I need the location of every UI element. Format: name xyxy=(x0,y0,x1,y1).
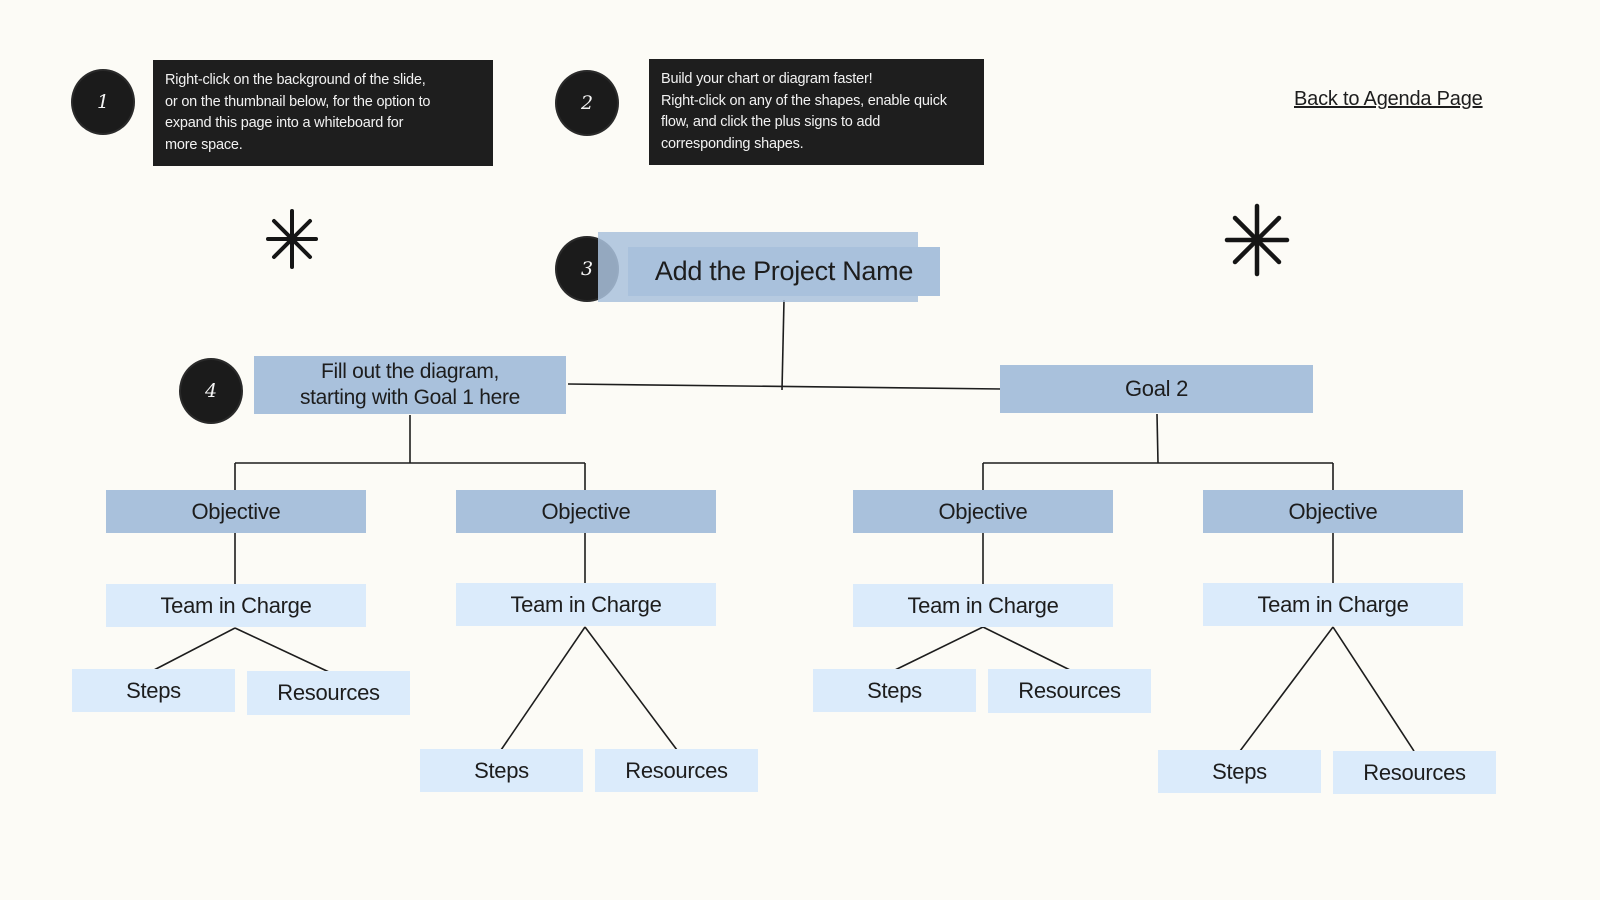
project-name-box[interactable]: Add the Project Name xyxy=(628,247,940,296)
tip-line: Right-click on any of the shapes, enable… xyxy=(661,92,947,109)
steps-box[interactable]: Steps xyxy=(72,669,235,712)
team-in-charge-box[interactable]: Team in Charge xyxy=(1203,583,1463,626)
back-to-agenda-link[interactable]: Back to Agenda Page xyxy=(1294,88,1483,110)
objective-box[interactable]: Objective xyxy=(106,490,366,533)
asterisk-star-icon xyxy=(1224,203,1290,277)
tip-line: more space. xyxy=(165,136,243,153)
tip-line: or on the thumbnail below, for the optio… xyxy=(165,93,431,110)
resources-box[interactable]: Resources xyxy=(247,671,410,715)
asterisk-star-icon xyxy=(266,209,318,269)
resources-box[interactable]: Resources xyxy=(595,749,758,792)
tip-line: flow, and click the plus signs to add xyxy=(661,114,881,130)
steps-box[interactable]: Steps xyxy=(813,669,976,712)
steps-box[interactable]: Steps xyxy=(1158,750,1321,793)
team-in-charge-box[interactable]: Team in Charge xyxy=(106,584,366,627)
goal-1-line: starting with Goal 1 here xyxy=(299,386,521,409)
step-2-badge: 2 xyxy=(557,72,617,134)
goal-1-line: Fill out the diagram, xyxy=(320,360,500,383)
objective-box[interactable]: Objective xyxy=(853,490,1113,533)
team-in-charge-box[interactable]: Team in Charge xyxy=(456,583,716,626)
goal-1-box[interactable]: Fill out the diagram, starting with Goal… xyxy=(254,356,566,414)
steps-box[interactable]: Steps xyxy=(420,749,583,792)
tip-quick-flow: Build your chart or diagram faster! Righ… xyxy=(649,59,984,165)
objective-box[interactable]: Objective xyxy=(456,490,716,533)
tip-whiteboard: Right-click on the background of the sli… xyxy=(153,60,493,166)
tip-line: Build your chart or diagram faster! xyxy=(661,71,873,87)
goal-2-box[interactable]: Goal 2 xyxy=(1000,365,1313,413)
step-1-badge: 1 xyxy=(73,71,133,133)
team-in-charge-box[interactable]: Team in Charge xyxy=(853,584,1113,627)
tip-line: corresponding shapes. xyxy=(661,135,804,152)
resources-box[interactable]: Resources xyxy=(988,669,1151,713)
tip-line: expand this page into a whiteboard for xyxy=(165,115,404,131)
resources-box[interactable]: Resources xyxy=(1333,751,1496,794)
objective-box[interactable]: Objective xyxy=(1203,490,1463,533)
tip-line: Right-click on the background of the sli… xyxy=(165,72,426,88)
step-4-badge: 4 xyxy=(181,360,241,422)
